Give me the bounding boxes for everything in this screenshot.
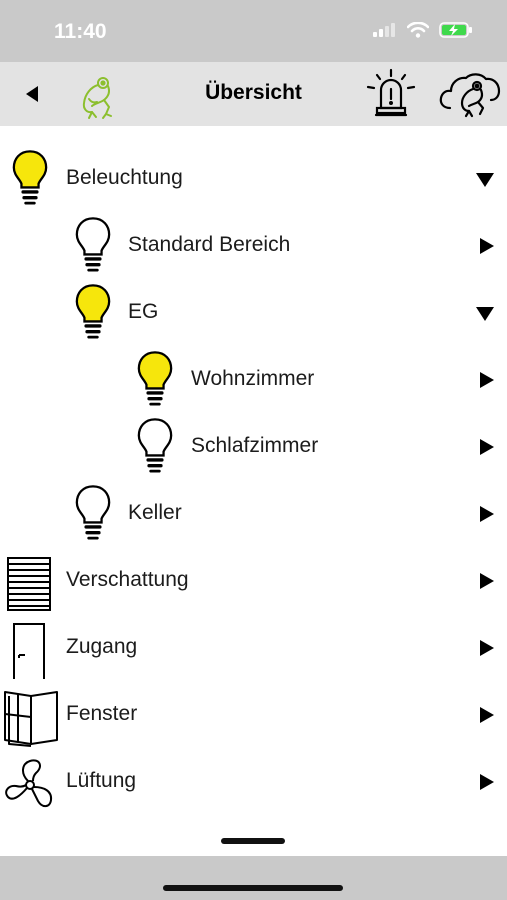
bulb-off-icon (136, 414, 174, 476)
tree-item-standard-bereich[interactable]: Standard Bereich (0, 213, 507, 280)
tree-item-label: Zugang (66, 635, 138, 658)
tree-item-wohnzimmer[interactable]: Wohnzimmer (0, 347, 507, 414)
chevron-right-icon[interactable] (479, 505, 495, 523)
chevron-right-icon[interactable] (479, 706, 495, 724)
status-bar: 11:40 (0, 0, 507, 62)
chevron-right-icon[interactable] (479, 572, 495, 590)
chevron-right-icon[interactable] (479, 371, 495, 389)
alarm-light-icon (366, 68, 416, 117)
chevron-right-icon[interactable] (479, 237, 495, 255)
door-icon (13, 623, 45, 679)
page-title: Übersicht (205, 81, 302, 104)
bulb-off-icon (74, 213, 112, 275)
scroll-indicator (221, 838, 285, 844)
cloud-frog-icon (439, 73, 501, 118)
tree-item-label: Lüftung (66, 769, 137, 792)
bulb-off-icon (74, 481, 112, 543)
status-time: 11:40 (54, 20, 107, 43)
tree-item-schlafzimmer[interactable]: Schlafzimmer (0, 414, 507, 481)
nav-bar: Übersicht (0, 62, 507, 126)
chevron-right-icon[interactable] (479, 639, 495, 657)
tree-item-keller[interactable]: Keller (0, 481, 507, 548)
tree-item-label: EG (128, 300, 159, 323)
chevron-down-icon[interactable] (475, 306, 495, 322)
tree-item-label: Beleuchtung (66, 166, 183, 189)
chevron-right-icon[interactable] (479, 438, 495, 456)
fan-icon (5, 759, 53, 808)
tree-item-zugang[interactable]: Zugang (0, 615, 507, 682)
bulb-on-icon (136, 347, 174, 409)
tree-item-eg[interactable]: EG (0, 280, 507, 347)
cloud-button[interactable] (438, 70, 502, 125)
frog-logo-icon (76, 74, 122, 125)
battery-charging-icon (439, 22, 472, 38)
chevron-down-icon[interactable] (475, 172, 495, 188)
bottom-bar (0, 856, 507, 900)
tree-item-label: Verschattung (66, 568, 189, 591)
back-button[interactable] (18, 78, 46, 110)
alarm-button[interactable] (364, 68, 418, 125)
chevron-right-icon[interactable] (479, 773, 495, 791)
bulb-on-icon (74, 280, 112, 342)
window-icon (4, 691, 58, 747)
home-indicator[interactable] (163, 885, 343, 891)
tree-item-verschattung[interactable]: Verschattung (0, 548, 507, 615)
bulb-on-icon (11, 146, 49, 208)
signal-icon (373, 23, 395, 37)
status-icons (373, 22, 473, 38)
tree-item-label: Schlafzimmer (191, 434, 319, 457)
tree-item-label: Fenster (66, 702, 138, 725)
shutter-icon (7, 557, 51, 611)
tree-item-label: Standard Bereich (128, 233, 291, 256)
tree-item-label: Wohnzimmer (191, 367, 315, 390)
wifi-icon (407, 22, 429, 38)
tree-item-beleuchtung[interactable]: Beleuchtung (0, 146, 507, 213)
tree-item-lueftung[interactable]: Lüftung (0, 749, 507, 816)
back-arrow-icon (26, 86, 38, 102)
tree-item-label: Keller (128, 501, 182, 524)
tree-item-fenster[interactable]: Fenster (0, 682, 507, 749)
